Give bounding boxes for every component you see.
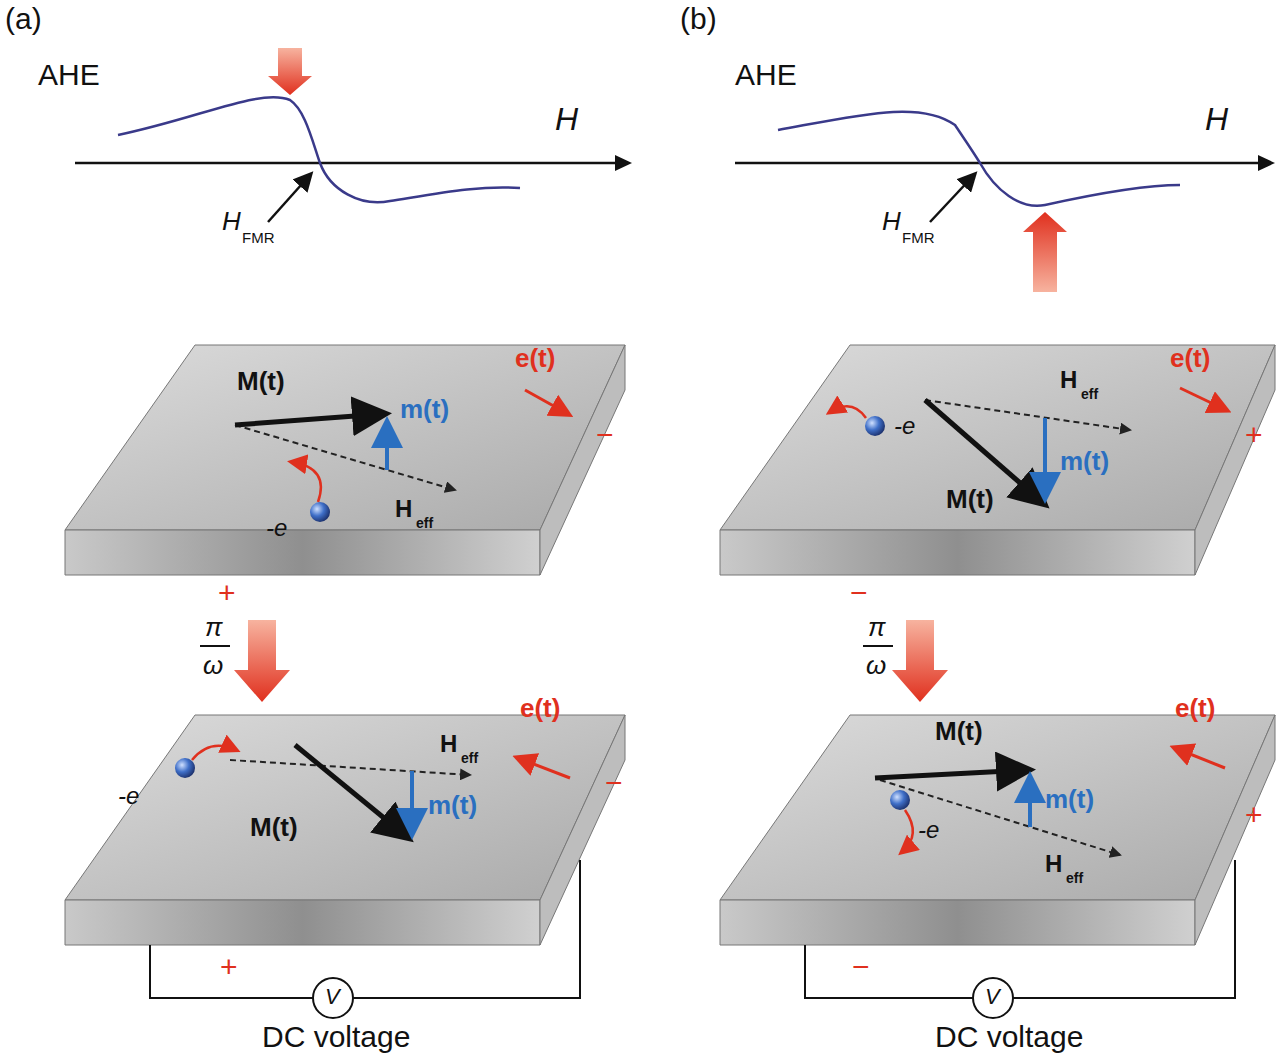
- dynamic-magnetization-label: m(t): [400, 396, 449, 422]
- electron-label: -e: [918, 818, 939, 842]
- ahe-plot: [75, 48, 632, 222]
- axis-label: H: [1205, 103, 1228, 135]
- dynamic-magnetization-label: m(t): [1045, 786, 1094, 812]
- axis-label: H: [555, 103, 578, 135]
- axis-title: AHE: [38, 60, 100, 90]
- fraction-part: π: [868, 614, 885, 640]
- polarity-sign: −: [852, 952, 870, 982]
- field-label: e(t): [515, 345, 555, 371]
- time-step: [200, 620, 948, 702]
- vectors: [175, 745, 570, 836]
- field-label: H: [882, 208, 901, 234]
- polarity-sign: −: [596, 420, 614, 450]
- polarity-sign: +: [218, 578, 236, 608]
- field-label: H: [440, 732, 457, 756]
- field-label: H: [395, 497, 412, 521]
- ahe-plot: [735, 112, 1275, 292]
- field-label: e(t): [1175, 695, 1215, 721]
- vectors: [830, 388, 1226, 502]
- electron-label: -e: [266, 516, 287, 540]
- field-label: H: [1045, 852, 1062, 876]
- subscript: eff: [1066, 871, 1083, 885]
- panel-label: (b): [680, 4, 717, 34]
- field-label: H: [1060, 368, 1077, 392]
- panel-label: (a): [5, 4, 42, 34]
- polarity-sign: +: [220, 952, 238, 982]
- subscript: FMR: [242, 230, 275, 245]
- vectors: [875, 748, 1225, 855]
- voltmeter-symbol: V: [325, 986, 340, 1008]
- polarity-sign: +: [1245, 420, 1263, 450]
- vectors: [235, 390, 568, 522]
- fraction-part: ω: [203, 652, 223, 678]
- magnetization-label: M(t): [250, 814, 298, 840]
- dynamic-magnetization-label: m(t): [1060, 448, 1109, 474]
- subscript: eff: [461, 751, 478, 765]
- polarity-sign: −: [605, 768, 623, 798]
- subscript: eff: [1081, 387, 1098, 401]
- field-label: H: [222, 208, 241, 234]
- film-slab: [65, 345, 1275, 945]
- magnetization-label: M(t): [946, 486, 994, 512]
- voltmeter-symbol: V: [985, 986, 1000, 1008]
- polarity-sign: +: [1245, 800, 1263, 830]
- dynamic-magnetization-label: m(t): [428, 792, 477, 818]
- subscript: FMR: [902, 230, 935, 245]
- field-label: e(t): [1170, 345, 1210, 371]
- voltmeter-circuit: [150, 860, 1235, 1018]
- field-label: e(t): [520, 695, 560, 721]
- axis-title: AHE: [735, 60, 797, 90]
- electron-label: -e: [118, 784, 139, 808]
- fraction-part: π: [205, 614, 222, 640]
- subscript: eff: [416, 516, 433, 530]
- electron-label: -e: [894, 414, 915, 438]
- magnetization-label: M(t): [237, 368, 285, 394]
- caption-label: DC voltage: [935, 1022, 1083, 1052]
- magnetization-label: M(t): [935, 718, 983, 744]
- fraction-part: ω: [866, 652, 886, 678]
- polarity-sign: −: [850, 578, 868, 608]
- caption-label: DC voltage: [262, 1022, 410, 1052]
